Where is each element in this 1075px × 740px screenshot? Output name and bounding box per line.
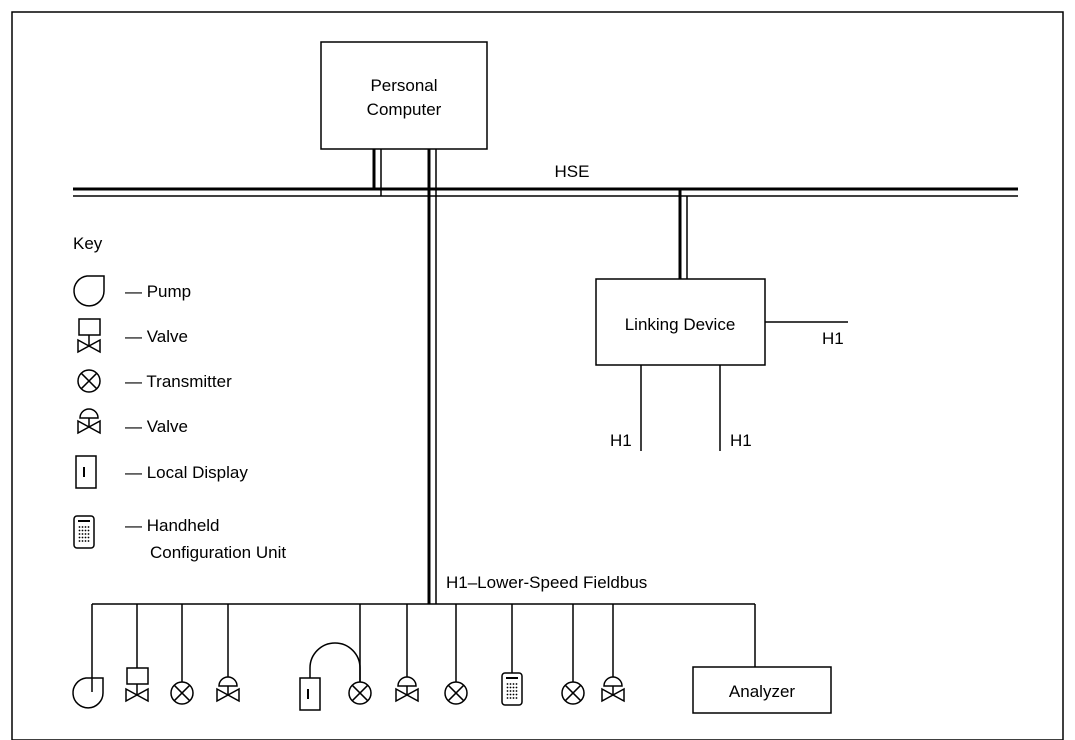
linking-device-label: Linking Device (625, 315, 736, 334)
pc-h1-trunk (427, 149, 437, 604)
device-local-display-icon (299, 677, 321, 711)
hse-label: HSE (555, 162, 590, 181)
key-title: Key (73, 234, 103, 253)
device-control-valve-icon-2 (395, 676, 419, 702)
h1-drop-right-label: H1 (730, 431, 752, 450)
device-handheld-unit-icon (501, 672, 523, 706)
key-handheld-label: — Handheld (125, 516, 220, 535)
key-transmitter-icon (77, 369, 101, 393)
h1-drop-left-label: H1 (610, 431, 632, 450)
key-valve-icon (77, 318, 101, 353)
key-handheld-unit-icon (73, 515, 95, 549)
device-pump-icon (72, 677, 104, 709)
figure-border (11, 11, 1064, 740)
personal-computer-box: Personal Computer (320, 41, 488, 150)
analyzer-box: Analyzer (692, 666, 832, 714)
analyzer-label: Analyzer (729, 682, 795, 701)
device-transmitter-icon-4 (561, 681, 585, 705)
device-transmitter-icon-3 (444, 681, 468, 705)
key-legend: Key — Pump — Valve — Transmitter — Valve… (73, 234, 286, 562)
device-control-valve-icon-1 (216, 676, 240, 702)
device-valve-icon (125, 667, 149, 702)
hse-bus (73, 187, 1018, 197)
local-display-link (309, 642, 361, 682)
pc-hse-connection (372, 149, 382, 196)
key-transmitter-label: — Transmitter (125, 372, 232, 391)
h1-right-label: H1 (822, 329, 844, 348)
key-local-display-icon (75, 455, 97, 489)
key-valve-label: — Valve (125, 327, 188, 346)
linking-device-box: Linking Device (595, 278, 766, 366)
key-handheld-label-line2: Configuration Unit (150, 543, 286, 562)
key-pump-label: — Pump (125, 282, 191, 301)
device-control-valve-icon-3 (601, 676, 625, 702)
device-transmitter-icon-2 (348, 681, 372, 705)
hse-linking-connection (678, 189, 688, 279)
h1-bus-label: H1–Lower-Speed Fieldbus (446, 573, 647, 592)
device-drops (91, 604, 756, 692)
device-transmitter-icon-1 (170, 681, 194, 705)
personal-computer-label-line1: Personal (370, 76, 437, 95)
personal-computer-label-line2: Computer (367, 100, 442, 119)
key-local-display-label: — Local Display (125, 463, 248, 482)
key-control-valve-icon (77, 408, 101, 434)
key-control-valve-label: — Valve (125, 417, 188, 436)
key-pump-icon (73, 275, 105, 307)
